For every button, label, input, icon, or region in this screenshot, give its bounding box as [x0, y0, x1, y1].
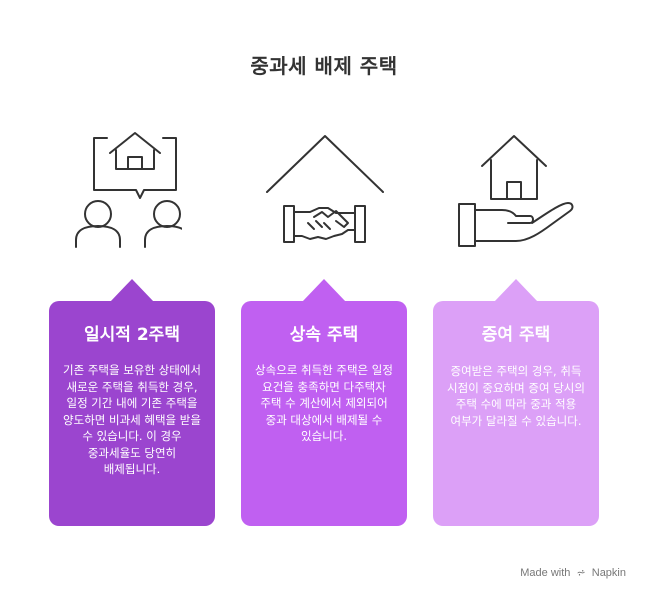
card-title: 상속 주택 — [289, 325, 359, 345]
roof-handshake-icon — [266, 135, 384, 243]
card-pointer — [494, 279, 538, 302]
page-title: 중과세 배제 주택 — [250, 54, 398, 78]
card-body: 기존 주택을 보유한 상태에서 새로운 주택을 취득한 경우, 일정 기간 내에… — [63, 363, 201, 476]
card-gifted-home: 증여 주택 증여받은 주택의 경우, 취득 시점이 중요하며 증여 당시의 주택… — [433, 279, 599, 526]
card-inherited-home: 상속 주택 상속으로 취득한 주택은 일정 요건을 충족하면 다주택자 주택 수… — [241, 279, 407, 526]
house-speech-bubble-people-icon — [75, 132, 182, 248]
napkin-logo-icon: ⩫ — [576, 567, 586, 579]
card-pointer — [110, 279, 154, 302]
made-with-napkin-credit[interactable]: Made with ⩫ Napkin — [520, 566, 626, 579]
card-pointer — [302, 279, 346, 302]
credit-prefix: Made with — [520, 567, 571, 579]
card-body: 증여받은 주택의 경우, 취득 시점이 중요하며 증여 당시의 주택 수에 따라… — [447, 364, 585, 428]
card-temporary-two-homes: 일시적 2주택 기존 주택을 보유한 상태에서 새로운 주택을 취득한 경우, … — [49, 279, 215, 526]
card-title: 일시적 2주택 — [84, 325, 180, 345]
hand-holding-house-icon — [458, 135, 574, 247]
credit-brand: Napkin — [591, 567, 626, 579]
card-body: 상속으로 취득한 주택은 일정 요건을 충족하면 다주택자 주택 수 계산에서 … — [255, 363, 393, 443]
card-title: 증여 주택 — [481, 325, 551, 345]
